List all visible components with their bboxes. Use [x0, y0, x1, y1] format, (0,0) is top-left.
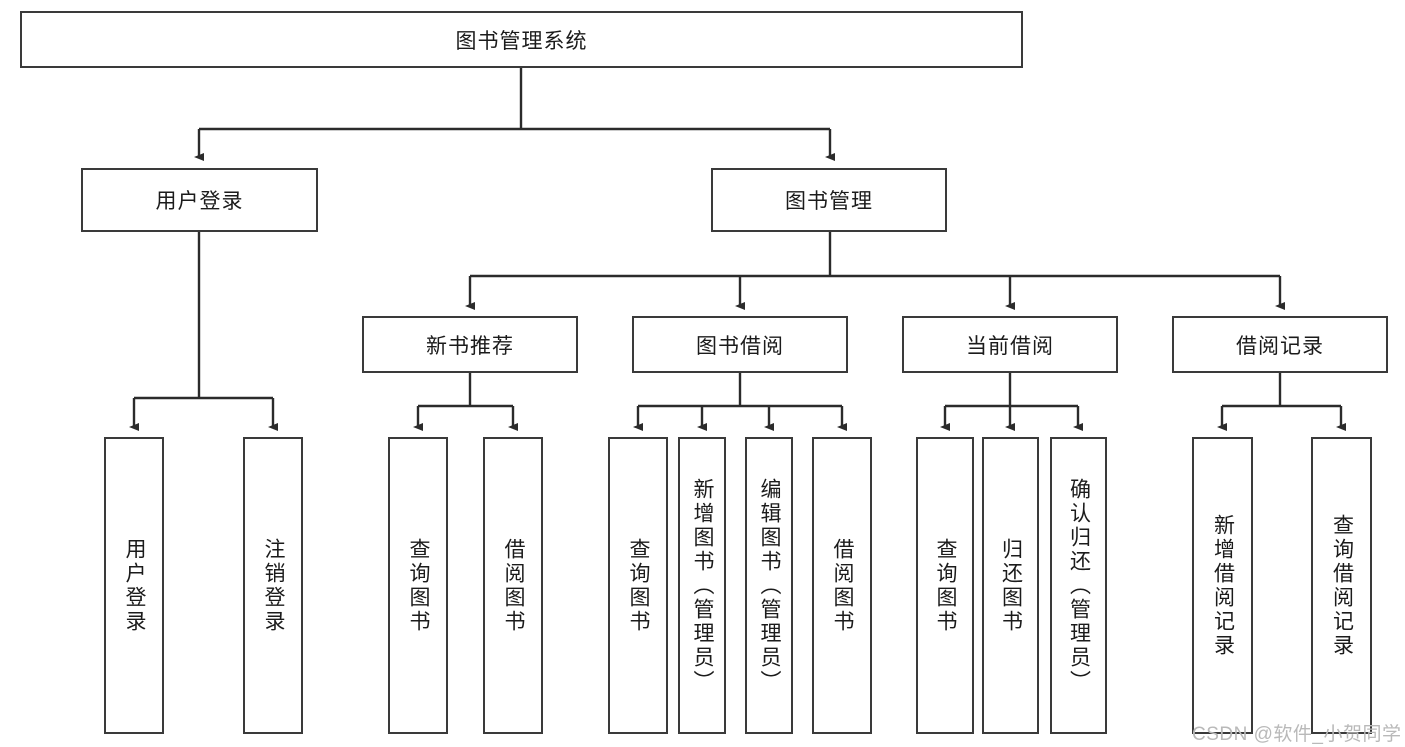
- leaf-label: 查询借阅记录: [1330, 513, 1354, 658]
- watermark: CSDN @软件_小贺同学: [1192, 724, 1402, 745]
- leaf-label: 借阅图书: [502, 537, 526, 634]
- node-book-borrow[interactable]: 图书借阅: [632, 316, 848, 373]
- node-new-book-recommend[interactable]: 新书推荐: [362, 316, 578, 373]
- node-user-login[interactable]: 用户登录: [81, 168, 318, 232]
- leaf-label: 确认归还（管理员）: [1067, 477, 1091, 694]
- leaf-label: 注销登录: [262, 537, 286, 634]
- leaf-add-borrow-record[interactable]: 新增借阅记录: [1192, 437, 1253, 734]
- node-root[interactable]: 图书管理系统: [20, 11, 1023, 68]
- node-borrow-record[interactable]: 借阅记录: [1172, 316, 1388, 373]
- node-book-borrow-label: 图书借阅: [696, 334, 784, 358]
- leaf-label: 归还图书: [999, 537, 1023, 634]
- node-current-borrow[interactable]: 当前借阅: [902, 316, 1118, 373]
- leaf-label: 查询图书: [627, 537, 651, 634]
- leaf-user-login[interactable]: 用户登录: [104, 437, 164, 734]
- node-book-management[interactable]: 图书管理: [711, 168, 947, 232]
- leaf-add-book-admin[interactable]: 新增图书（管理员）: [678, 437, 726, 734]
- node-book-management-label: 图书管理: [785, 190, 873, 213]
- node-current-borrow-label: 当前借阅: [966, 334, 1054, 358]
- leaf-borrow-book[interactable]: 借阅图书: [812, 437, 872, 734]
- leaf-label: 查询图书: [934, 537, 958, 634]
- leaf-query-book-borrow[interactable]: 查询图书: [608, 437, 668, 734]
- node-root-label: 图书管理系统: [455, 29, 588, 53]
- node-new-book-recommend-label: 新书推荐: [426, 334, 514, 358]
- leaf-label: 新增图书（管理员）: [691, 477, 715, 694]
- leaf-edit-book-admin[interactable]: 编辑图书（管理员）: [745, 437, 793, 734]
- leaf-label: 借阅图书: [831, 537, 855, 634]
- leaf-return-book[interactable]: 归还图书: [982, 437, 1039, 734]
- leaf-logout[interactable]: 注销登录: [243, 437, 303, 734]
- leaf-query-borrow-record[interactable]: 查询借阅记录: [1311, 437, 1372, 734]
- leaf-confirm-return-admin[interactable]: 确认归还（管理员）: [1050, 437, 1107, 734]
- node-user-login-label: 用户登录: [155, 190, 244, 213]
- leaf-label: 查询图书: [407, 537, 431, 634]
- leaf-borrow-book-recommend[interactable]: 借阅图书: [483, 437, 543, 734]
- leaf-query-book-current[interactable]: 查询图书: [916, 437, 974, 734]
- leaf-label: 用户登录: [123, 537, 147, 634]
- leaf-label: 编辑图书（管理员）: [758, 477, 782, 694]
- node-borrow-record-label: 借阅记录: [1236, 334, 1324, 358]
- leaf-query-book-recommend[interactable]: 查询图书: [388, 437, 448, 734]
- leaf-label: 新增借阅记录: [1211, 513, 1235, 658]
